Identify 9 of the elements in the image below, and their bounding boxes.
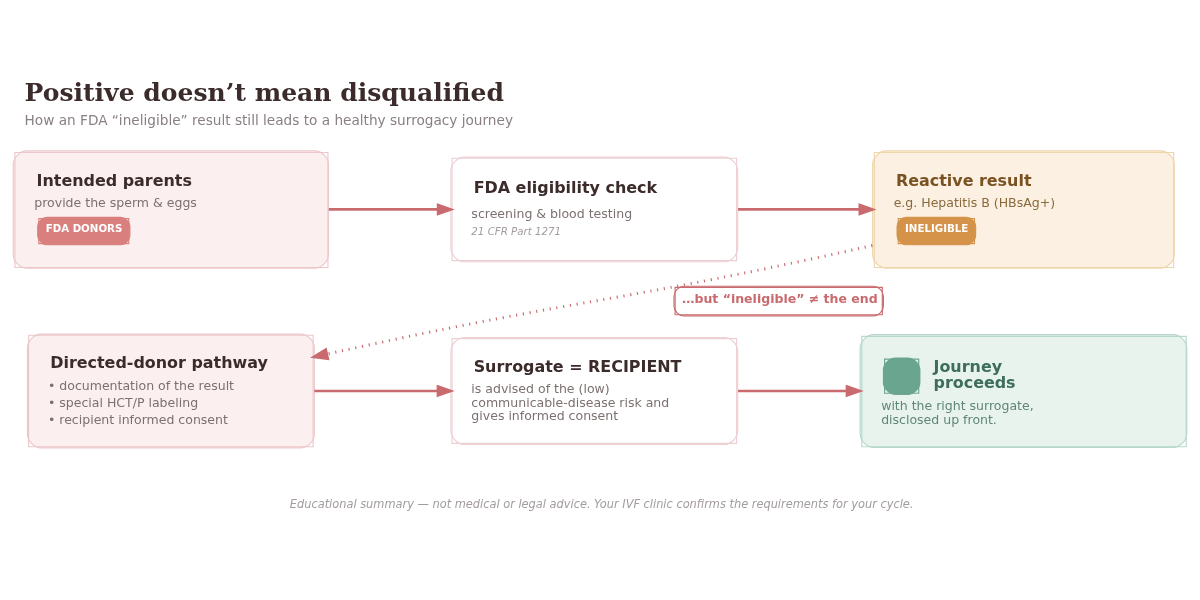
arrow [314,384,455,397]
caption: How an FDA “ineligible” result still leads to a healthy surrogacy journey [24,111,513,128]
edge-label: …but “ineligible” ≠ the end [681,290,878,306]
arrow [738,384,864,397]
arrow [738,202,877,216]
arrow [310,243,873,360]
arrow [328,202,455,216]
diagram-title: Positive doesn’t mean disqualified [24,76,504,107]
label: Educational summary — not medical or legal advice. Your IVF clinic confirms the requirements for your cycle. [289,496,914,511]
